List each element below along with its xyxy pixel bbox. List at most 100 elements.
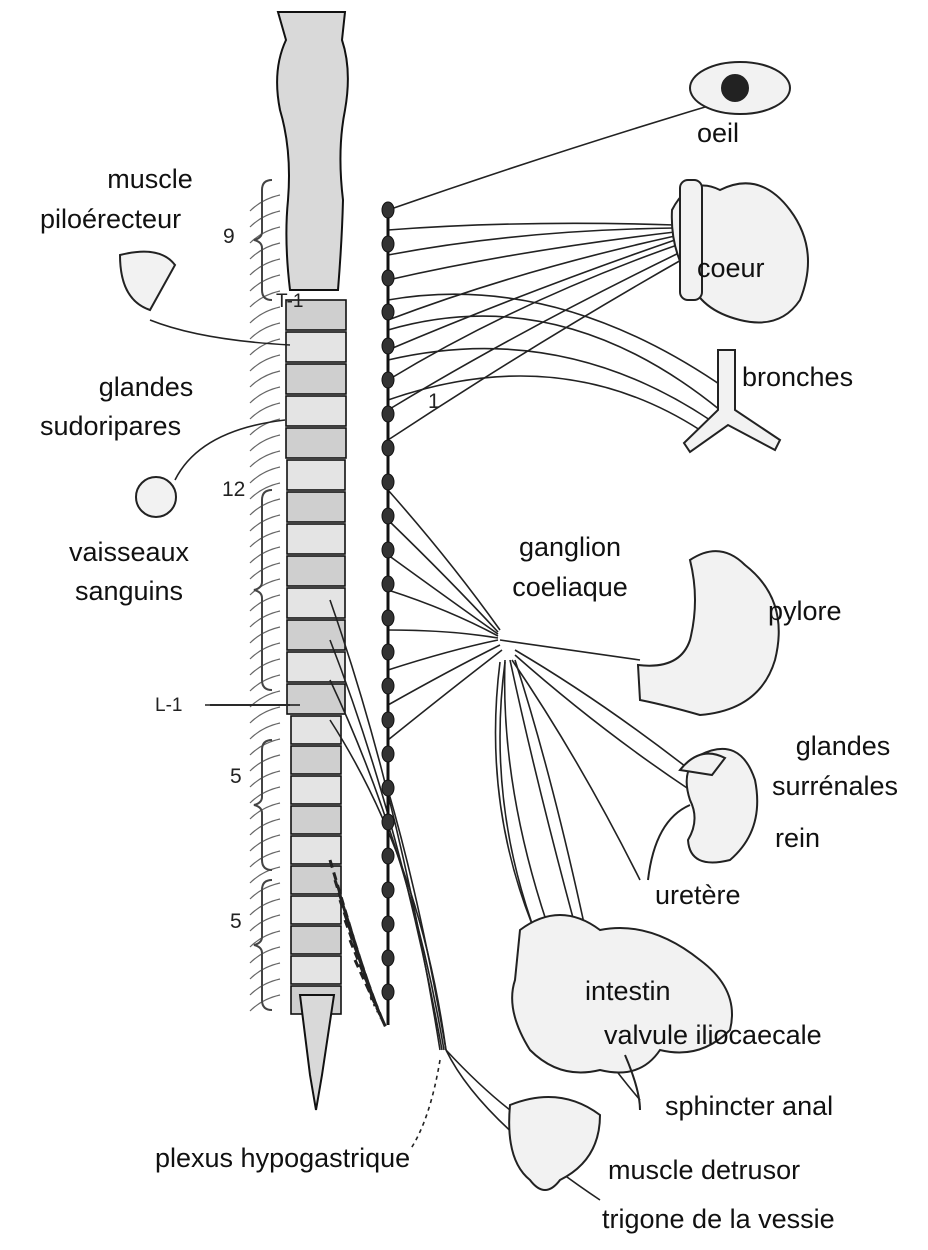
nerve-root xyxy=(250,243,280,259)
blood-vessel xyxy=(136,477,176,517)
chain-ganglion xyxy=(382,746,394,762)
cervical-spine xyxy=(277,12,348,290)
label-uretere: uretère xyxy=(655,880,741,911)
vertebra xyxy=(287,492,345,522)
nerve-root xyxy=(250,531,280,547)
hair-follicle xyxy=(120,252,175,310)
nerve-root xyxy=(250,883,280,899)
nerve-root xyxy=(250,451,280,467)
nerve-root xyxy=(250,947,280,963)
vertebra xyxy=(291,896,341,924)
nerve-root xyxy=(250,579,280,595)
nerve-root xyxy=(250,195,280,211)
vertebra xyxy=(286,364,346,394)
bracket-5a xyxy=(254,740,272,870)
nerve-fiber xyxy=(388,630,498,638)
nerve-root xyxy=(250,659,280,675)
chain-ganglion xyxy=(382,916,394,932)
vertebra xyxy=(291,806,341,834)
nerve-root xyxy=(250,435,280,451)
nerve-root xyxy=(250,771,280,787)
vertebra xyxy=(291,926,341,954)
marker-1: 1 xyxy=(428,390,440,414)
chain-ganglion xyxy=(382,508,394,524)
nerve-root xyxy=(250,915,280,931)
chain-ganglion xyxy=(382,440,394,456)
nerve-fiber xyxy=(388,236,675,320)
segment-label-l1: L-1 xyxy=(155,694,182,718)
nerve-fiber xyxy=(388,250,685,410)
chain-ganglion xyxy=(382,542,394,558)
label-piloerecteur: piloérecteur xyxy=(40,204,181,235)
nerve-root xyxy=(250,819,280,835)
nerve-root xyxy=(250,467,280,483)
vertebra xyxy=(286,332,346,362)
chain-ganglion xyxy=(382,202,394,218)
chain-ganglion xyxy=(382,610,394,626)
nerve-root xyxy=(250,707,280,723)
bracket-5b xyxy=(254,880,272,1010)
chain-ganglion xyxy=(382,848,394,864)
label-surrenales: surrénales xyxy=(772,771,898,802)
nerve-root xyxy=(250,259,280,275)
vertebra xyxy=(287,556,345,586)
label-coeliaque: coeliaque xyxy=(490,572,650,603)
vertebra xyxy=(287,460,345,490)
nerve-root xyxy=(250,387,280,403)
vertebra xyxy=(287,524,345,554)
nerve-fiber xyxy=(388,520,498,632)
label-intestin: intestin xyxy=(585,976,671,1007)
chain-ganglion xyxy=(382,576,394,592)
nerve-root xyxy=(250,963,280,979)
nerve-root xyxy=(250,403,280,419)
nerve-root xyxy=(250,643,280,659)
nerve-fiber xyxy=(388,244,680,380)
nerve-fiber xyxy=(388,590,498,636)
segment-count-5a: 5 xyxy=(230,765,242,789)
nerve-fiber xyxy=(388,490,500,630)
nerve-root xyxy=(250,355,280,371)
nerve-fiber xyxy=(150,320,290,345)
segment-count-9: 9 xyxy=(223,225,235,249)
nerve-root xyxy=(250,275,280,291)
label-sphincter-anal: sphincter anal xyxy=(665,1091,833,1122)
nerve-root xyxy=(250,899,280,915)
vertebra xyxy=(291,956,341,984)
chain-ganglion xyxy=(382,678,394,694)
nerve-fiber xyxy=(388,228,675,255)
chain-ganglion xyxy=(382,474,394,490)
nerve-root xyxy=(250,339,280,355)
nerve-root xyxy=(250,371,280,387)
chain-ganglion xyxy=(382,406,394,422)
nerve-root xyxy=(250,787,280,803)
label-sanguins: sanguins xyxy=(40,576,218,607)
label-sudoripares: sudoripares xyxy=(40,411,181,442)
chain-ganglion xyxy=(382,304,394,320)
nerve-root xyxy=(250,515,280,531)
segment-label-t1: T-1 xyxy=(276,290,303,314)
nerve-root xyxy=(250,211,280,227)
vertebra xyxy=(291,776,341,804)
bracket-12 xyxy=(254,490,272,690)
vertebra xyxy=(291,716,341,744)
spinal-column xyxy=(250,12,348,1110)
label-pylore: pylore xyxy=(768,596,842,627)
chain-ganglion xyxy=(382,780,394,796)
vertebra xyxy=(291,866,341,894)
label-valvule-iliocaecale: valvule iliocaecale xyxy=(604,1020,822,1051)
label-oeil: oeil xyxy=(697,118,739,149)
chain-ganglion xyxy=(382,270,394,286)
chain-ganglion xyxy=(382,372,394,388)
vertebra xyxy=(287,684,345,714)
segment-count-5b: 5 xyxy=(230,910,242,934)
segment-count-12: 12 xyxy=(222,478,245,502)
label-glandes-surrenales-1: glandes xyxy=(770,731,916,762)
sacrum xyxy=(300,995,334,1110)
nerve-fiber xyxy=(512,660,640,880)
nerve-root xyxy=(250,835,280,851)
nerve-root xyxy=(250,867,280,883)
plexus-leader xyxy=(410,1060,440,1150)
label-plexus-hypogastrique: plexus hypogastrique xyxy=(155,1143,410,1174)
nerve-root xyxy=(250,499,280,515)
vertebra xyxy=(286,428,346,458)
